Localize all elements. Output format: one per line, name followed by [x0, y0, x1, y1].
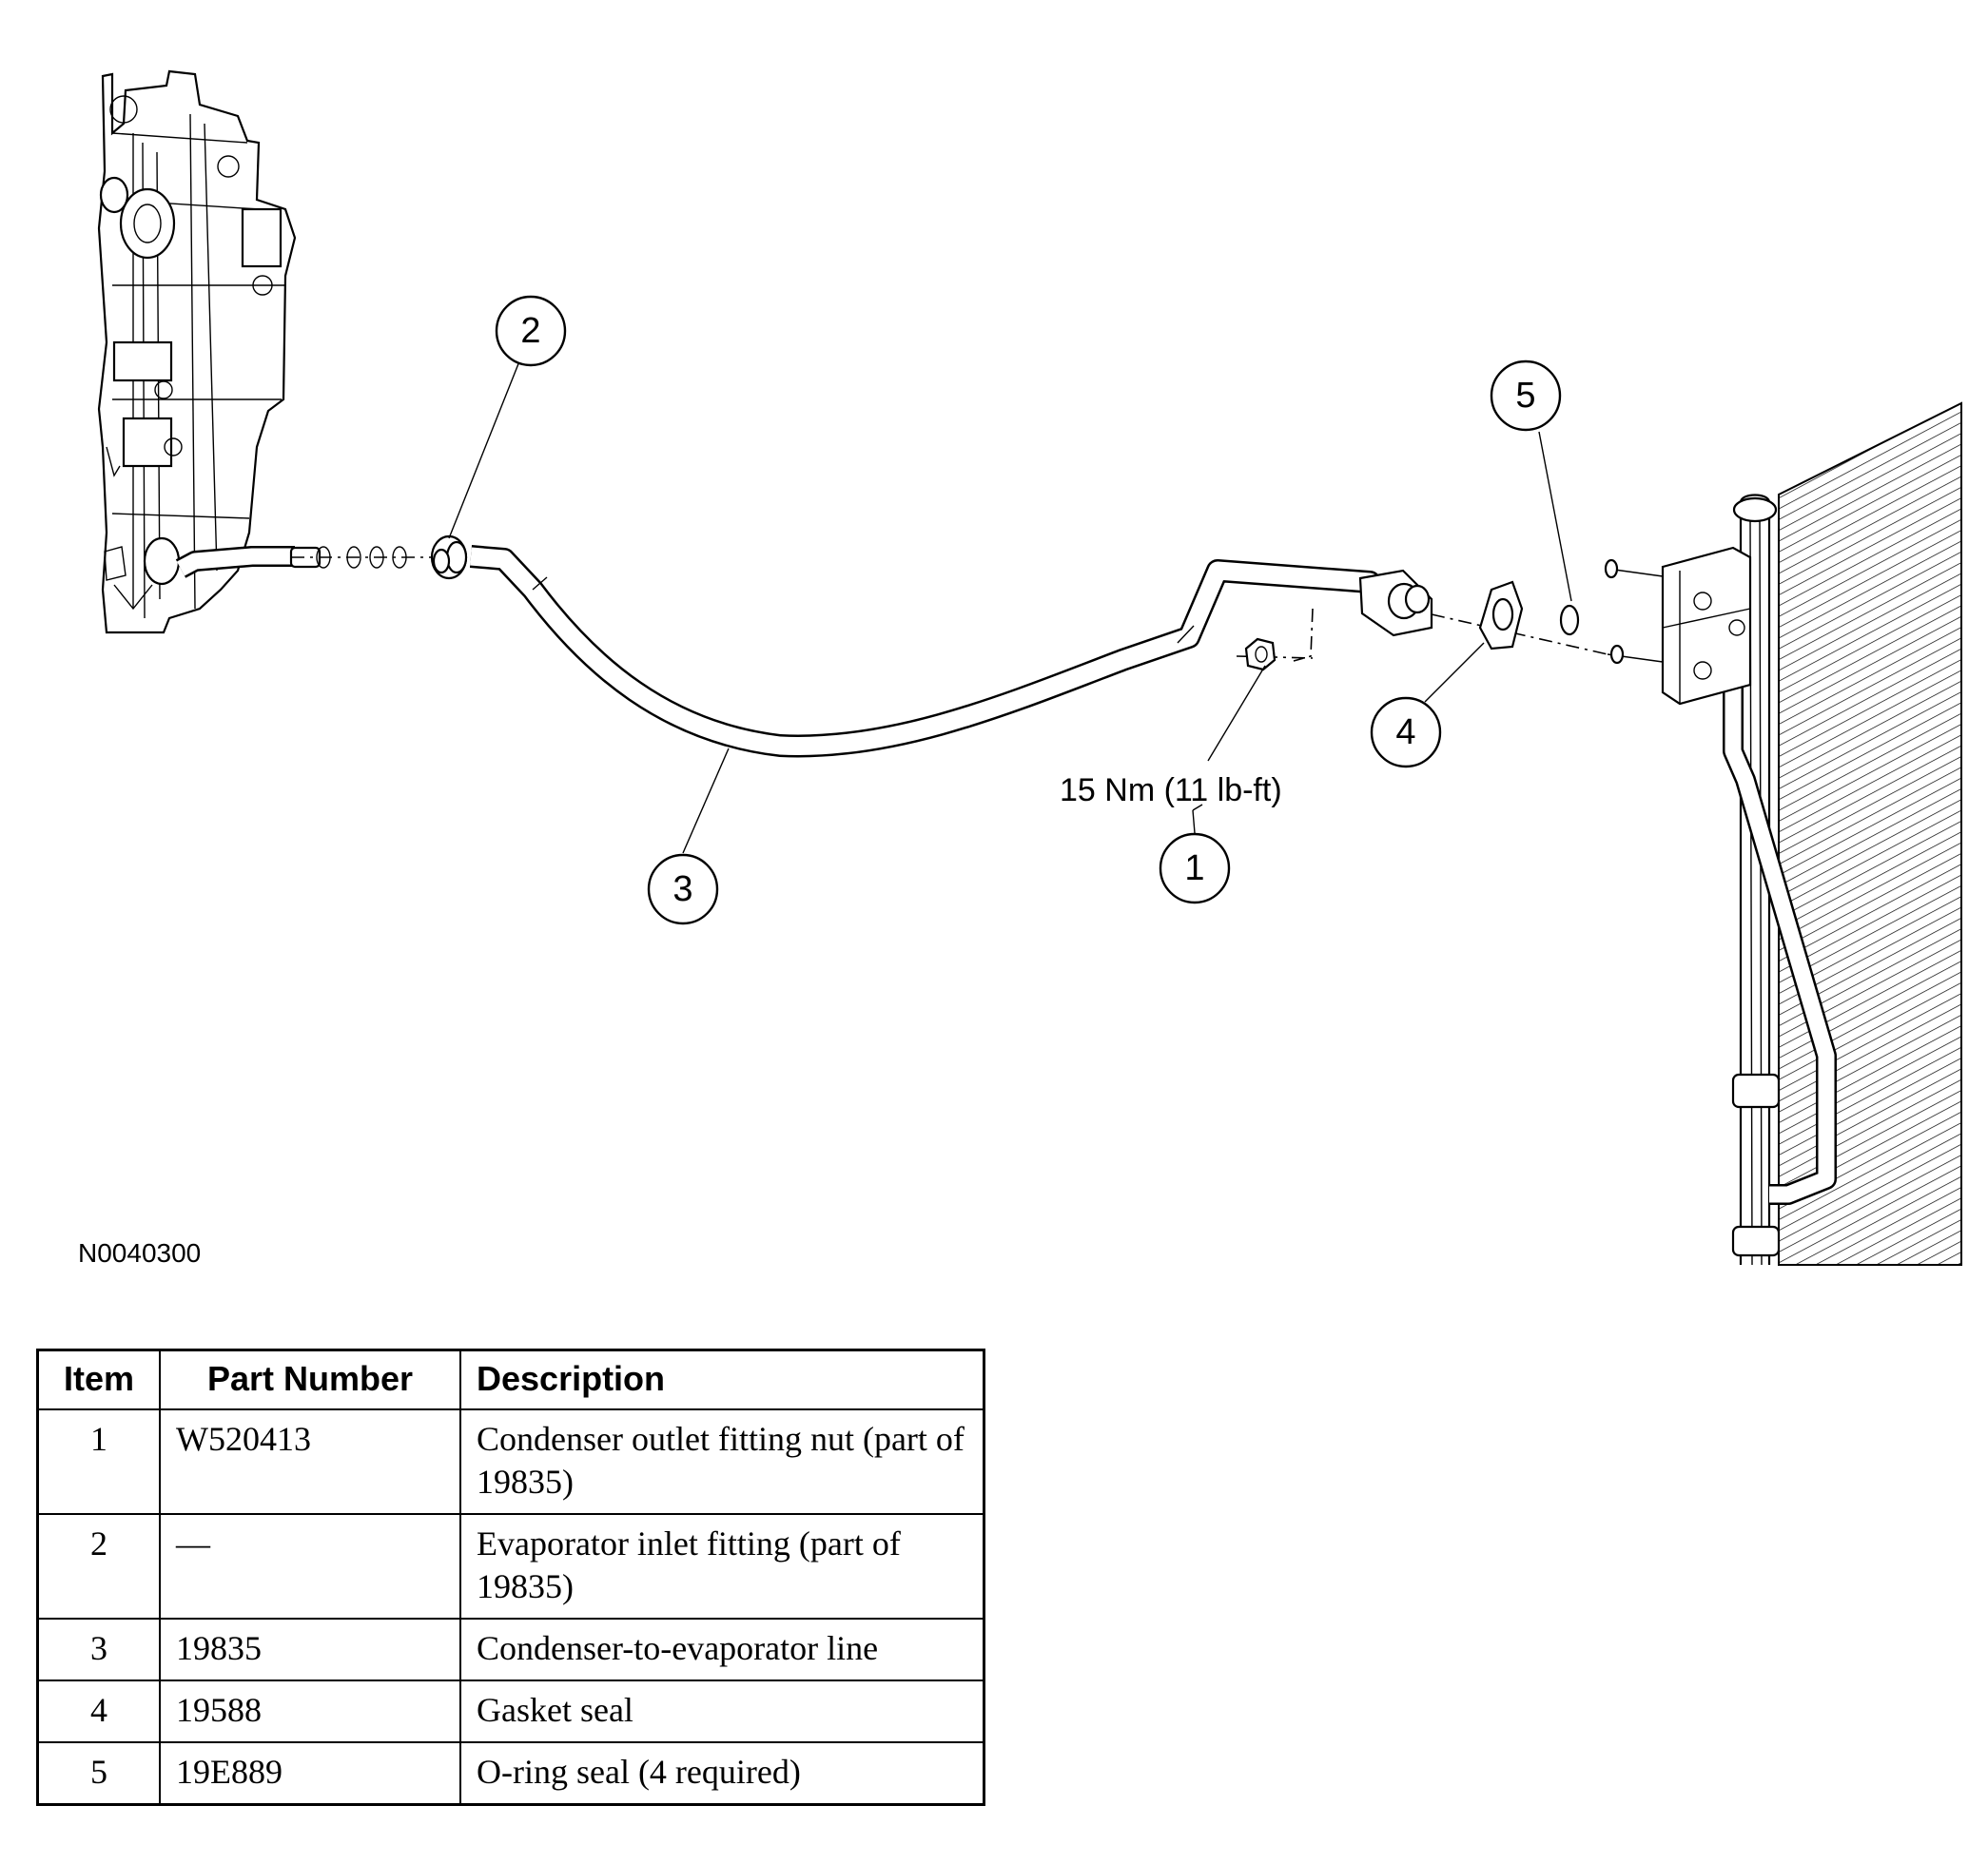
cell-item: 1 [36, 1408, 161, 1515]
parts-table: Item Part Number Description 1 W520413 C… [36, 1349, 985, 1806]
cell-item: 5 [36, 1741, 161, 1806]
fitting-nut-illustration [1236, 637, 1314, 671]
table-row: 2 — Evaporator inlet fitting (part of 19… [36, 1513, 985, 1620]
header-item: Item [36, 1349, 161, 1410]
cell-description: Condenser outlet fitting nut (part of 19… [459, 1408, 985, 1515]
condenser-to-evaporator-line [175, 534, 1433, 758]
cell-item: 2 [36, 1513, 161, 1620]
gasket-and-oring-illustration [1431, 580, 1608, 655]
cell-description: Evaporator inlet fitting (part of 19835) [459, 1513, 985, 1620]
evaporator-housing-illustration [97, 69, 297, 634]
condenser-illustration [1604, 401, 1962, 1266]
table-row: 3 19835 Condenser-to-evaporator line [36, 1618, 985, 1681]
torque-spec-label: 15 Nm (11 lb-ft) [1060, 772, 1282, 808]
callout-4-label: 4 [1395, 712, 1415, 752]
cell-part-number: 19E889 [159, 1741, 461, 1806]
callout-3: 3 [647, 853, 719, 925]
callout-1: 1 [1159, 832, 1231, 904]
cell-part-number: W520413 [159, 1408, 461, 1515]
cell-description: O-ring seal (4 required) [459, 1741, 985, 1806]
table-row: 1 W520413 Condenser outlet fitting nut (… [36, 1408, 985, 1515]
leader-lines [448, 356, 1572, 854]
callout-2-label: 2 [520, 311, 540, 351]
callout-4: 4 [1370, 696, 1442, 768]
table-header-row: Item Part Number Description [36, 1349, 985, 1410]
callout-2: 2 [495, 295, 567, 367]
callout-3-label: 3 [672, 869, 692, 909]
figure-id-label: N0040300 [78, 1238, 201, 1268]
cell-part-number: — [159, 1513, 461, 1620]
cell-description: Condenser-to-evaporator line [459, 1618, 985, 1681]
cell-item: 4 [36, 1680, 161, 1743]
callout-5-label: 5 [1515, 376, 1535, 416]
exploded-view-diagram: 2 5 4 3 1 15 Nm (11 lb-ft) N0040300 [78, 69, 1962, 1268]
cell-item: 3 [36, 1618, 161, 1681]
header-description: Description [459, 1349, 985, 1410]
table-row: 5 19E889 O-ring seal (4 required) [36, 1741, 985, 1806]
cell-part-number: 19835 [159, 1618, 461, 1681]
header-part-number: Part Number [159, 1349, 461, 1410]
cell-description: Gasket seal [459, 1680, 985, 1743]
cell-part-number: 19588 [159, 1680, 461, 1743]
table-row: 4 19588 Gasket seal [36, 1680, 985, 1743]
callout-5: 5 [1490, 359, 1562, 432]
callout-1-label: 1 [1184, 848, 1204, 888]
